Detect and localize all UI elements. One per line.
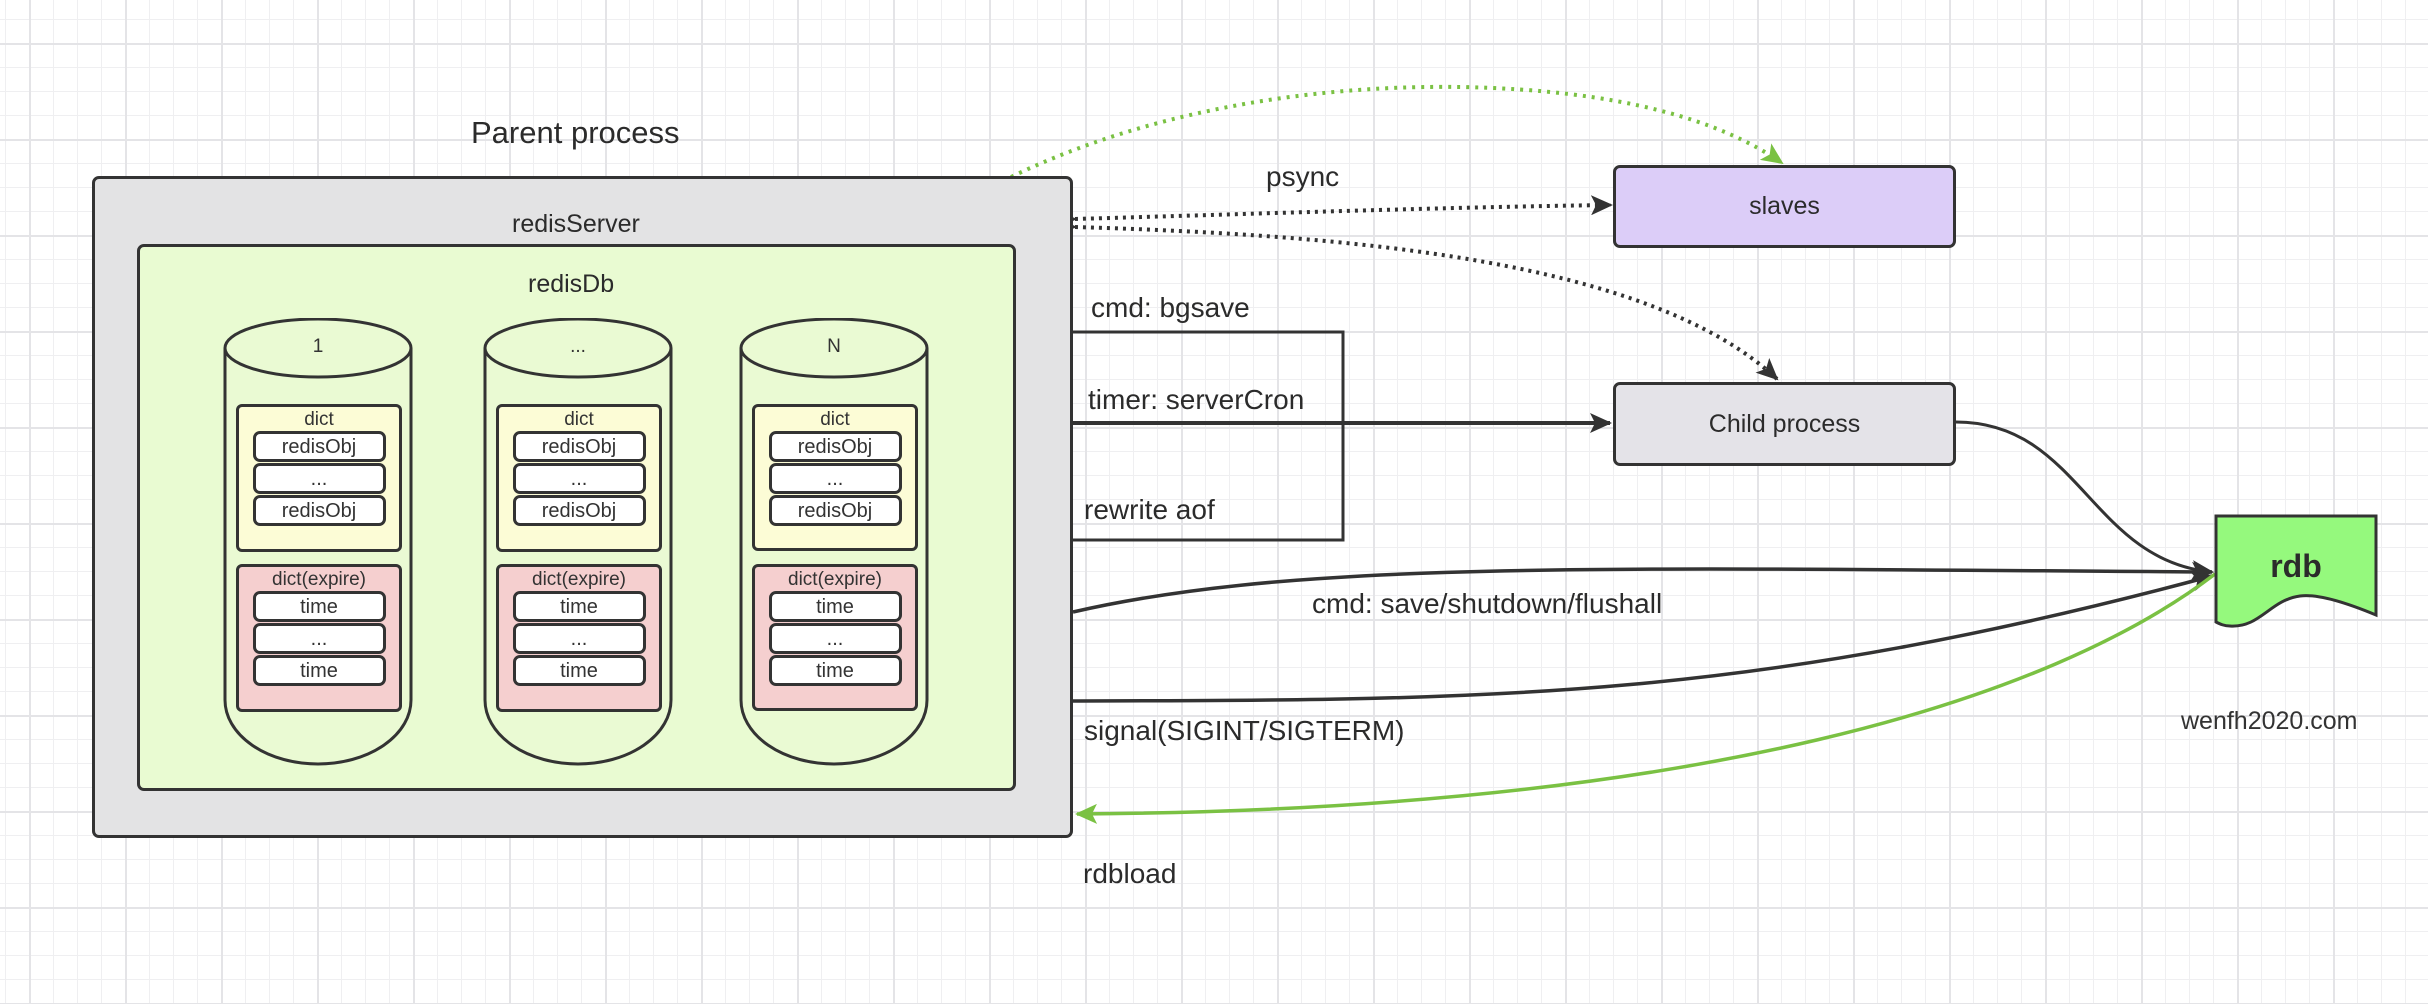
child-process-node[interactable]: Child process bbox=[1613, 382, 1956, 466]
slaves-label: slaves bbox=[1749, 192, 1820, 220]
expire-dict-box: dict(expire) time ... time bbox=[496, 564, 662, 712]
dict-item: ... bbox=[252, 463, 386, 494]
expire-item: time bbox=[768, 655, 902, 686]
expire-item: ... bbox=[512, 623, 646, 654]
expire-item: time bbox=[252, 655, 386, 686]
rdb-node-shape bbox=[2214, 514, 2378, 628]
expire-item: ... bbox=[768, 623, 902, 654]
expire-item: time bbox=[768, 591, 902, 622]
edge-signal bbox=[1072, 571, 2214, 703]
expire-dict-label: dict(expire) bbox=[532, 569, 626, 590]
dict-box: dict redisObj ... redisObj bbox=[496, 404, 662, 552]
edge-label-rewrite-aof: rewrite aof bbox=[1084, 494, 1215, 525]
edge-label-psync: psync bbox=[1266, 161, 1340, 192]
dict-label: dict bbox=[820, 409, 850, 430]
child-process-label: Child process bbox=[1708, 409, 1861, 438]
edge-bgsave-bracket bbox=[1073, 330, 1345, 542]
edge-psync bbox=[1054, 195, 1613, 230]
database-name: ... bbox=[570, 336, 586, 357]
edge-label-signal: signal(SIGINT/SIGTERM) bbox=[1084, 715, 1405, 746]
watermark: wenfh2020.com bbox=[2181, 707, 2358, 735]
dict-item: redisObj bbox=[252, 495, 386, 526]
edge-rdbload bbox=[1075, 572, 2217, 824]
page-title: Parent process bbox=[471, 115, 680, 150]
database-cylinder[interactable]: 1 dict redisObj ... redisObj dict(expire… bbox=[223, 318, 413, 766]
dict-label: dict bbox=[564, 409, 594, 430]
edge-parent-to-slaves-green bbox=[1010, 84, 1784, 179]
expire-dict-label: dict(expire) bbox=[272, 569, 366, 590]
edge-label-bgsave: cmd: bgsave bbox=[1091, 292, 1250, 323]
edge-label-rdbload: rdbload bbox=[1083, 858, 1177, 889]
expire-item: time bbox=[252, 591, 386, 622]
redis-db-label: redisDb bbox=[528, 270, 615, 298]
edge-save bbox=[1072, 561, 2214, 614]
dict-item: redisObj bbox=[512, 431, 646, 462]
dict-box: dict redisObj ... redisObj bbox=[236, 404, 402, 552]
dict-item: ... bbox=[768, 463, 902, 494]
slaves-node[interactable]: slaves bbox=[1613, 165, 1956, 248]
expire-dict-box: dict(expire) time ... time bbox=[752, 564, 918, 711]
dict-item: redisObj bbox=[512, 495, 646, 526]
expire-item: ... bbox=[252, 623, 386, 654]
redis-server-label: redisServer bbox=[512, 210, 640, 238]
database-name: 1 bbox=[312, 336, 324, 357]
expire-dict-label: dict(expire) bbox=[788, 569, 882, 590]
expire-dict-box: dict(expire) time ... time bbox=[236, 564, 402, 712]
dict-item: redisObj bbox=[768, 495, 902, 526]
database-cylinder[interactable]: N dict redisObj ... redisObj dict(expire… bbox=[739, 318, 929, 766]
edge-label-save: cmd: save/shutdown/flushall bbox=[1312, 588, 1663, 619]
database-cylinder[interactable]: ... dict redisObj ... redisObj dict(expi… bbox=[483, 318, 673, 766]
dict-item: redisObj bbox=[252, 431, 386, 462]
database-name: N bbox=[827, 336, 841, 357]
dict-item: redisObj bbox=[768, 431, 902, 462]
edge-parent-to-child-dotted bbox=[1054, 216, 1779, 381]
dict-label: dict bbox=[304, 409, 334, 430]
dict-item: ... bbox=[512, 463, 646, 494]
expire-item: time bbox=[512, 591, 646, 622]
edge-label-servercron: timer: serverCron bbox=[1088, 384, 1305, 415]
rdb-label: rdb bbox=[2270, 548, 2322, 584]
expire-item: time bbox=[512, 655, 646, 686]
dict-box: dict redisObj ... redisObj bbox=[752, 404, 918, 551]
edge-child-to-rdb bbox=[1955, 420, 2214, 580]
